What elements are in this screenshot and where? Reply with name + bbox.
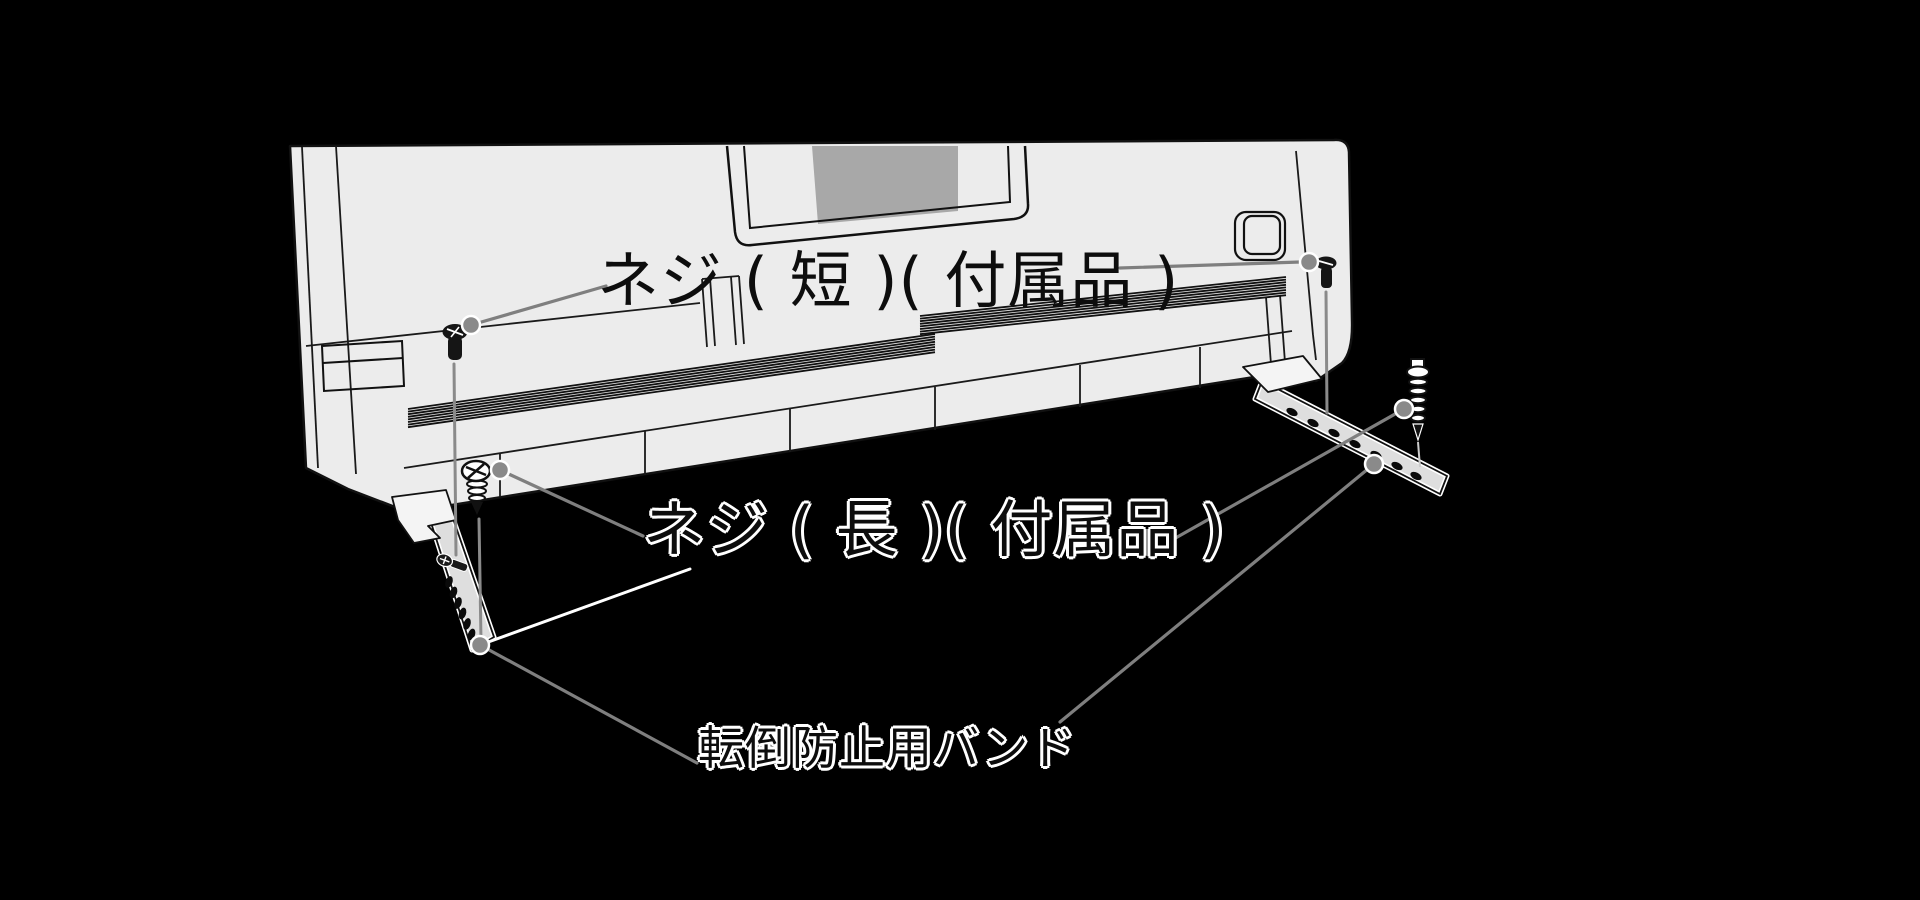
guide-long-screw-left: [477, 517, 483, 643]
label-screw-short: ネジ ( 短 )( 付属品 ): [597, 244, 1180, 317]
dot-long-screw-left: [489, 459, 511, 481]
leader-short-screw-left: [469, 284, 608, 327]
appliance-back-panel: [288, 138, 1354, 514]
recess-shaded-interior: [812, 146, 958, 224]
vent-grille-upper: [919, 276, 1287, 336]
leader-band-right: [1058, 462, 1376, 724]
dot-long-screw-right: [1393, 398, 1415, 420]
long-screw-right-illustration: [1406, 358, 1430, 443]
long-screw-left-illustration: [460, 459, 492, 515]
band-screw-left: [436, 553, 469, 572]
leader-long-screw-right: [1170, 407, 1406, 542]
leader-band-left: [478, 643, 699, 765]
guide-short-screw-right: [1324, 290, 1329, 415]
guide-short-screw-left: [452, 362, 458, 557]
dot-short-screw-left: [460, 314, 482, 336]
guide-long-screw-right: [1417, 441, 1421, 468]
top-recess: [725, 145, 1030, 247]
cord-clip: [1233, 210, 1287, 262]
left-edge-seams: [301, 145, 357, 475]
leader-band-bottom-to-long-screw-label: [478, 567, 692, 647]
band-left-holes: [445, 576, 476, 641]
foot-bracket-right: [1242, 355, 1323, 393]
vent-grille-lower: [407, 333, 936, 429]
label-anti-tip-band: 転倒防止用バンド: [698, 721, 1077, 775]
short-screw-right-illustration: [1315, 256, 1337, 288]
left-bracket: [320, 339, 406, 393]
band-right-holes: [1286, 407, 1422, 481]
foot-bracket-left: [391, 489, 457, 544]
label-screw-long: ネジ ( 長 )( 付属品 ): [643, 493, 1226, 566]
panel-seams: [305, 275, 745, 348]
leader-short-screw-right: [1118, 260, 1302, 270]
dot-band-right: [1363, 453, 1385, 475]
dot-band-left: [469, 634, 491, 656]
dot-short-screw-right: [1298, 251, 1320, 273]
leader-lines: [469, 260, 1406, 765]
screw-guide-lines: [452, 290, 1329, 643]
leader-long-screw-left: [498, 468, 645, 538]
callout-dots: [460, 251, 1415, 656]
